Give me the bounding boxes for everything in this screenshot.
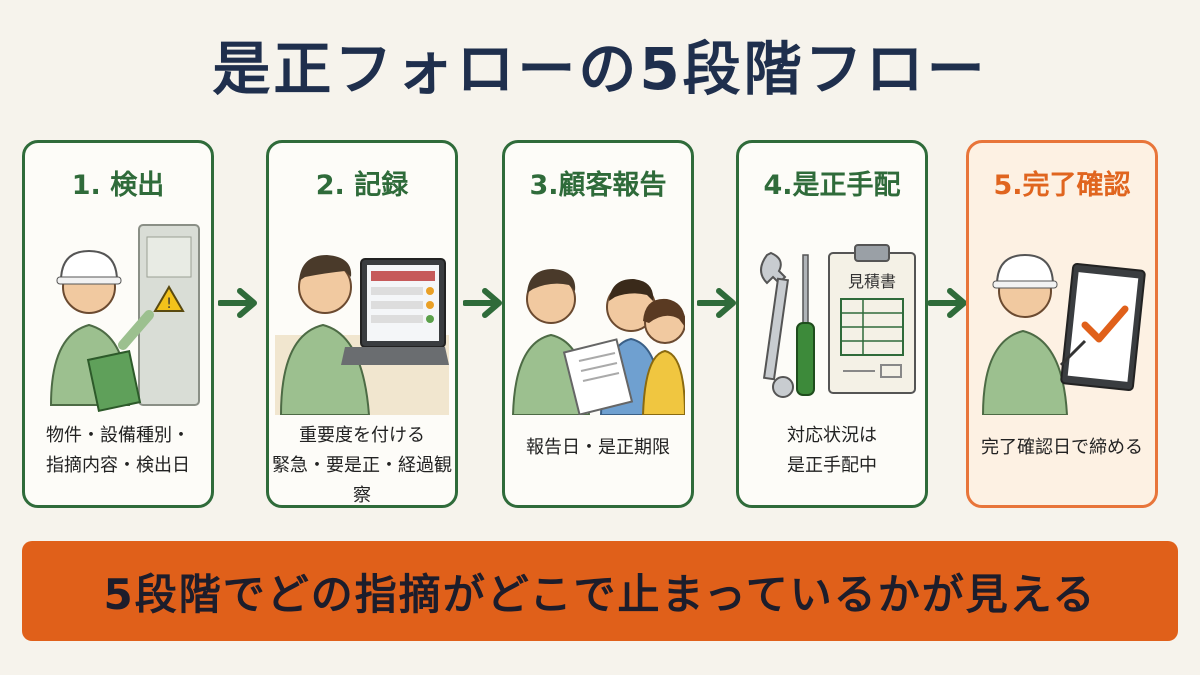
step-card-arrange: 4.是正手配 見積書 対応状況は 是正手配中 — [736, 140, 928, 508]
arrow-right-icon — [928, 288, 967, 318]
checklist-icon — [981, 253, 1146, 415]
report-icon — [511, 269, 685, 415]
step-desc-line: 報告日・是正期限 — [526, 437, 670, 458]
step-title: 4.是正手配 — [763, 170, 901, 201]
step-title: 5.完了確認 — [993, 170, 1131, 201]
step-card-complete: 5.完了確認 完了確認日で締める — [966, 140, 1158, 508]
inspector-icon: ! — [49, 224, 200, 412]
step-title: 1. 検出 — [71, 170, 165, 201]
step-card-detect: 1. 検出 ! 物件・設備種別・ 指摘内容・検出日 — [22, 140, 214, 508]
step-desc-line: 重要度を付ける — [299, 425, 425, 446]
step-desc-line: 完了確認日で締める — [981, 437, 1143, 458]
svg-text:!: ! — [166, 296, 172, 312]
step-card-report: 3.顧客報告 報告日・是正期限 — [502, 140, 694, 508]
step-desc-line: 是正手配中 — [787, 455, 877, 476]
arrow-right-icon — [218, 288, 257, 318]
step-title: 2. 記録 — [315, 170, 409, 201]
tools-icon: 見積書 — [760, 244, 916, 398]
doc-label: 見積書 — [848, 272, 896, 291]
arrow-right-icon — [697, 288, 736, 318]
step-desc-line: 指摘内容・検出日 — [46, 455, 190, 476]
summary-banner: 5段階でどの指摘がどこで止まっているかが見える — [22, 541, 1178, 641]
arrow-right-icon — [463, 288, 502, 318]
step-title: 3.顧客報告 — [529, 170, 667, 201]
step-desc-line: 緊急・要是正・経過観察 — [272, 455, 452, 506]
step-desc-line: 対応状況は — [787, 425, 877, 446]
step-card-record: 2. 記録 重要度を付ける 緊急・要是正・経過観察 — [266, 140, 458, 508]
laptop-icon — [275, 255, 449, 415]
page-title: 是正フォローの5段階フロー — [212, 35, 988, 103]
step-desc-line: 物件・設備種別・ — [46, 425, 190, 446]
